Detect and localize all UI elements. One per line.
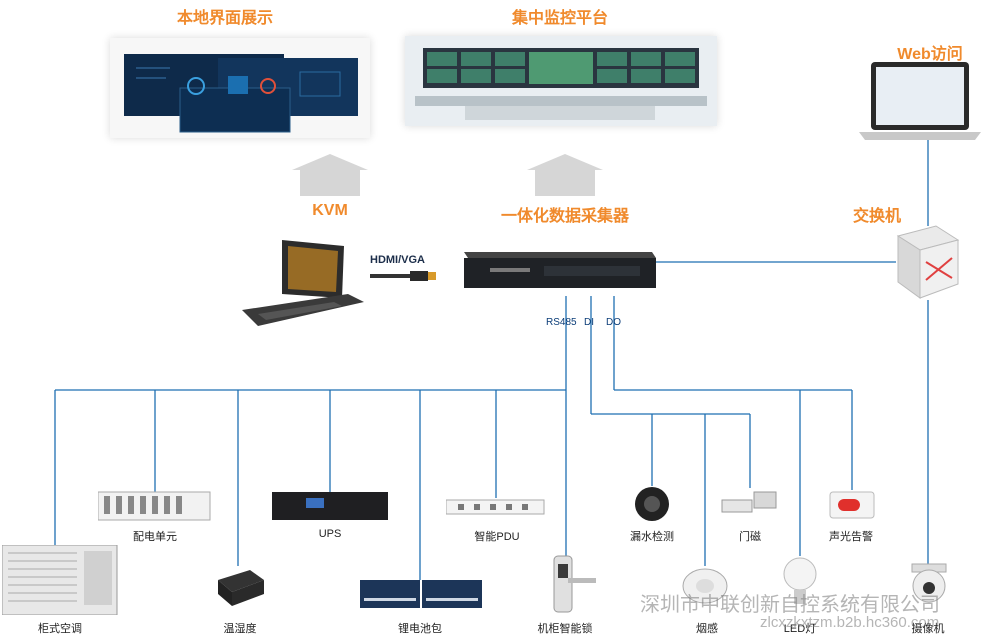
central-monitor-title: 集中监控平台 xyxy=(511,10,608,27)
temp-humidity-sensor-icon xyxy=(218,570,264,606)
company-watermark: 深圳市中联创新自控系统有限公司 xyxy=(640,594,940,616)
network-switch-icon xyxy=(896,225,960,299)
web-access-title: Web访问 xyxy=(897,46,963,63)
led-bulb-icon xyxy=(783,557,817,604)
collector-up-arrow xyxy=(527,154,603,196)
led-light-label: LED灯 xyxy=(783,623,817,635)
door-magnet-label: 门磁 xyxy=(739,531,761,543)
switch-label: 交换机 xyxy=(852,208,901,225)
camera-label: 摄像机 xyxy=(911,623,945,635)
cabinet-ac-label: 柜式空调 xyxy=(38,623,82,635)
kvm-console-image xyxy=(242,240,364,326)
control-room-image xyxy=(405,36,717,126)
alarm-label: 声光告警 xyxy=(829,531,873,543)
cabinet-ac-icon xyxy=(2,545,118,615)
battery-label: 锂电池包 xyxy=(398,623,442,635)
port-di-label: DI xyxy=(584,317,594,328)
kvm-up-arrow xyxy=(292,154,368,196)
ups-label: UPS xyxy=(318,528,342,540)
door-magnet-icon xyxy=(721,491,777,513)
smart-lock-label: 机柜智能锁 xyxy=(537,623,593,635)
battery-pack-icon xyxy=(360,580,482,608)
local-display-panel xyxy=(110,38,370,138)
local-display-title: 本地界面展示 xyxy=(176,10,273,27)
collector-label: 一体化数据采集器 xyxy=(500,208,629,225)
smoke-label: 烟感 xyxy=(696,623,718,635)
audio-visual-alarm-icon xyxy=(829,491,875,519)
smart-pdu-label: 智能PDU xyxy=(474,531,520,543)
port-do-label: DO xyxy=(606,317,621,328)
water-leak-sensor-icon xyxy=(635,487,669,521)
hdmi-vga-label: HDMI/VGA xyxy=(370,254,425,266)
temp-humidity-label: 温湿度 xyxy=(223,623,257,635)
laptop-image xyxy=(859,62,981,140)
url-watermark: zlcxzkxtzm.b2b.hc360.com xyxy=(760,614,940,631)
port-rs485-label: RS485 xyxy=(546,317,577,328)
dome-camera-icon xyxy=(911,563,947,603)
dashboard-screens-image xyxy=(124,54,358,133)
kvm-label: KVM xyxy=(312,202,348,219)
smart-lock-icon xyxy=(553,555,596,613)
smart-pdu-icon xyxy=(446,499,545,515)
ups-icon xyxy=(272,492,388,520)
power-unit-icon xyxy=(98,491,211,521)
smoke-detector-icon xyxy=(682,568,728,604)
water-leak-label: 漏水检测 xyxy=(630,531,674,543)
central-monitor-panel xyxy=(405,36,717,126)
power-unit-label: 配电单元 xyxy=(133,531,177,543)
data-collector-image xyxy=(464,252,656,288)
hdmi-cable-image xyxy=(370,271,436,281)
